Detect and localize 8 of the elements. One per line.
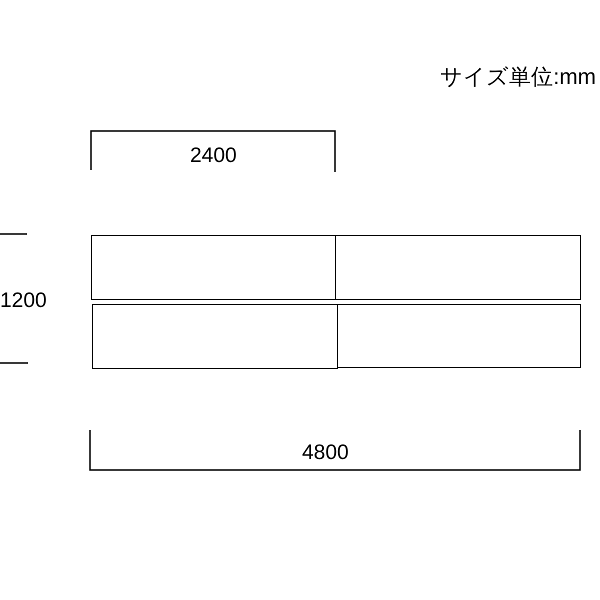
- panel-rectangle: [92, 304, 338, 369]
- dimension-label: 1200: [0, 288, 47, 314]
- panel-rectangle: [91, 235, 336, 300]
- panel-rectangle: [335, 235, 581, 300]
- unit-note: サイズ単位:mm: [440, 63, 596, 91]
- dimension-label: 2400: [190, 143, 237, 169]
- panel-rectangle: [337, 304, 581, 368]
- dimension-label: 4800: [302, 440, 349, 466]
